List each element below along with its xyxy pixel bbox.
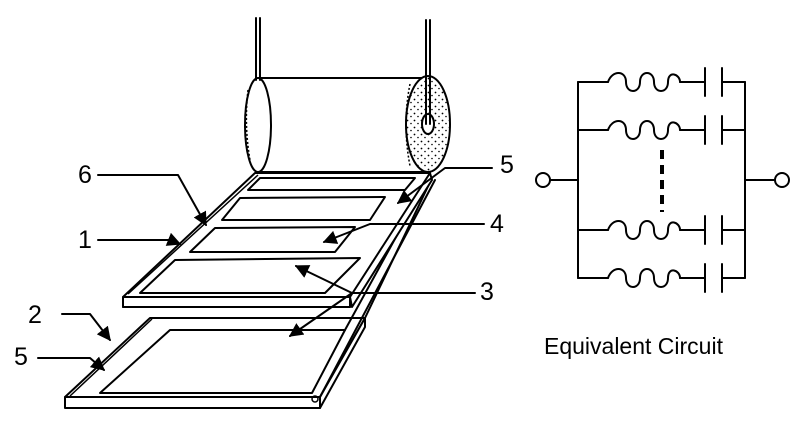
- circuit-branch-3: [577, 215, 746, 245]
- circuit-branch-1: [577, 67, 746, 97]
- callout-label-6: 6: [78, 161, 92, 189]
- capacitor-illustration: [64, 17, 451, 409]
- equivalent-circuit: Equivalent Circuit: [535, 67, 790, 359]
- callouts: 6 1 2 5 5 4 3: [14, 151, 514, 371]
- inductor-icon: [607, 268, 681, 288]
- terminal-leads: [255, 17, 431, 125]
- callout-arrow-1: [97, 232, 182, 246]
- left-terminal-icon: [535, 172, 551, 188]
- circuit-branch-2: [577, 115, 746, 145]
- capacitor-roll: [244, 75, 451, 173]
- inductor-icon: [607, 220, 681, 240]
- callout-label-5-left: 5: [14, 343, 28, 371]
- callout-arrow-5-right: [396, 167, 493, 204]
- circuit-caption: Equivalent Circuit: [544, 333, 724, 359]
- callout-arrow-5-left: [37, 356, 106, 371]
- inductor-icon: [607, 120, 681, 140]
- callout-label-2: 2: [28, 301, 42, 329]
- circuit-branch-4: [577, 263, 746, 293]
- callout-arrow-2: [61, 313, 111, 342]
- callout-arrow-4: [322, 223, 485, 244]
- callout-arrow-3b: [288, 292, 353, 337]
- callout-label-1: 1: [78, 226, 92, 254]
- callout-arrow-6: [97, 174, 207, 227]
- right-terminal-icon: [774, 172, 790, 188]
- callout-label-5-right: 5: [500, 151, 514, 179]
- callout-label-3: 3: [480, 278, 494, 306]
- callout-label-4: 4: [490, 210, 504, 238]
- inductor-icon: [607, 72, 681, 92]
